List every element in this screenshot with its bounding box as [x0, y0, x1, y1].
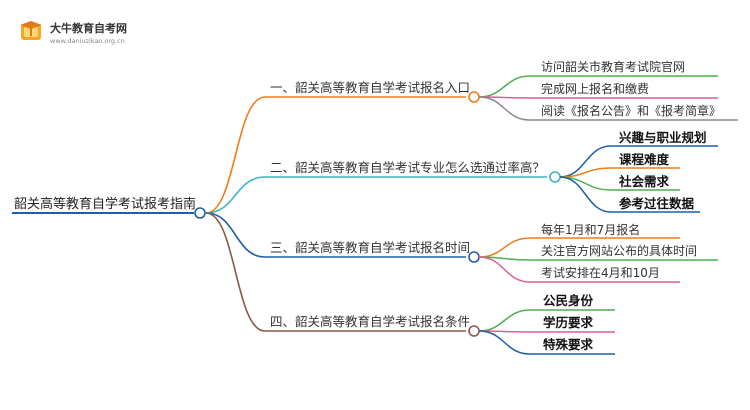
branch-1-node [468, 91, 480, 103]
branch-2-leaf-3: 社会需求 [619, 174, 670, 189]
branch-1-leaf-3-connector [478, 96, 738, 121]
branch-3-leaf-2: 关注官方网站公布的具体时间 [541, 244, 698, 258]
logo-url: www.daniuzikao.org.cn [50, 37, 125, 45]
logo-title: 大牛教育自考网 [50, 22, 127, 35]
graduation-book-icon [20, 21, 42, 40]
branch-2-leaf-1: 兴趣与职业规划 [619, 130, 707, 145]
branch-4-node [468, 325, 480, 337]
site-logo[interactable]: 大牛教育自考网 www.daniuzikao.org.cn [14, 12, 144, 52]
branch-4-leaf-3-connector [478, 330, 615, 355]
branch-2-node [549, 171, 561, 183]
branch-4-label: 四、韶关高等教育自学考试报名条件 [270, 314, 471, 329]
branch-3-leaf-3: 考试安排在4月和10月 [541, 266, 660, 280]
branch-1-label: 一、韶关高等教育自学考试报名入口 [270, 80, 471, 95]
branch-1-leaf-2-connector [478, 96, 718, 99]
branch-4-connector [205, 212, 466, 332]
branch-2-label: 二、韶关高等教育自学考试专业怎么选通过率高？ [270, 160, 546, 175]
branch-4-leaf-3: 特殊要求 [543, 337, 594, 352]
branch-2-leaf-4: 参考过往数据 [619, 196, 695, 211]
branch-3-node [468, 251, 480, 263]
branch-3-leaf-1-connector [478, 237, 680, 258]
root-topic: 韶关高等教育自学考试报考指南 [14, 197, 197, 212]
branch-3-label: 三、韶关高等教育自学考试报名时间 [270, 240, 471, 255]
branch-1-leaf-1-connector [478, 75, 718, 98]
branch-4-leaf-1: 公民身份 [543, 293, 594, 308]
branch-4-leaf-1-connector [478, 309, 615, 332]
branch-1-leaf-1: 访问韶关市教育考试院官网 [541, 60, 686, 74]
branch-4-leaf-2: 学历要求 [543, 315, 594, 330]
branch-1-leaf-2: 完成网上报名和缴费 [541, 82, 650, 96]
branch-1-connector [205, 96, 466, 214]
branch-2-leaf-2: 课程难度 [619, 152, 670, 167]
branch-2-connector [205, 176, 547, 214]
branch-3-leaf-3-connector [478, 256, 680, 283]
branch-2-leaf-4-connector [559, 176, 700, 213]
branch-1-leaf-3: 阅读《报名公告》和《报考简章》 [541, 104, 722, 118]
branch-3-leaf-1: 每年1月和7月报名 [541, 223, 641, 237]
branch-3-connector [205, 212, 466, 258]
branch-2-leaf-1-connector [559, 145, 718, 178]
root-node [194, 207, 206, 219]
branch-4-leaf-2-connector [478, 330, 615, 333]
